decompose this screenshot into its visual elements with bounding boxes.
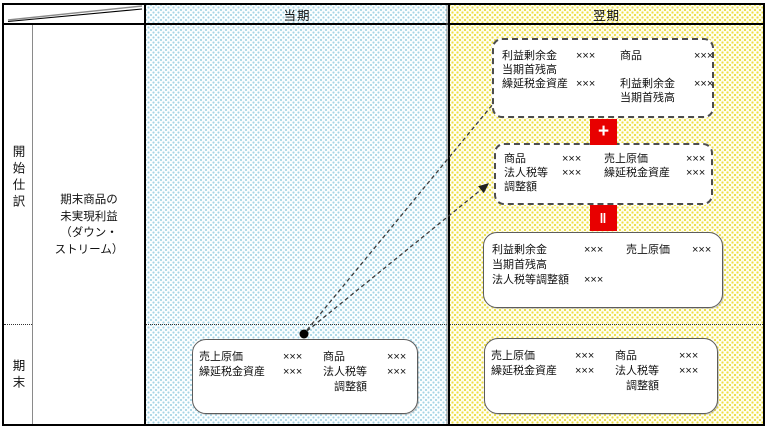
journal-amount: ×××: [679, 350, 699, 362]
journal-amount: ×××: [283, 366, 303, 378]
journal-account: 法人税等: [504, 167, 548, 179]
journal-amount: [692, 273, 722, 288]
journal-amount: [686, 180, 711, 194]
journal-account: 商品: [323, 351, 345, 363]
journal-amount: [562, 180, 604, 194]
journal-amount: ×××: [576, 50, 596, 62]
journal-box-opening-entry-a: 利益剰余金×××商品×××当期首残高繰延税金資産×××利益剰余金×××当期首残高: [492, 38, 714, 118]
journal-account: [491, 379, 575, 394]
current-period-label: 当期: [283, 8, 311, 23]
header-current-period: 当期: [146, 5, 448, 23]
journal-amount: ×××: [576, 78, 596, 90]
journal-amount: [576, 63, 620, 77]
plus-sign: +: [597, 121, 610, 142]
journal-account: 当期首残高: [502, 64, 557, 76]
journal-account: 商品: [504, 153, 526, 165]
topic-line: （ダウン・: [60, 227, 118, 239]
journal-amount: [694, 63, 713, 77]
journal-account: 商品: [615, 350, 637, 362]
journal-box-opening-entry-b: 商品 ××× 売上原価 ××× 法人税等 ××× 繰延税金資産 ××× 調整額: [494, 143, 713, 205]
diagonal-line: [7, 5, 143, 23]
journal-amount: ×××: [575, 350, 595, 362]
equals-operator-chip: ‖: [590, 205, 617, 231]
journal-account: 利益剰余金: [492, 244, 547, 256]
journal-account: 繰延税金資産: [502, 78, 568, 90]
journal-amount: [694, 91, 713, 105]
row-divider-dotted-main: [146, 324, 763, 325]
plus-operator-chip: +: [590, 119, 617, 145]
divider-current-next: [448, 3, 450, 426]
journal-account: [502, 91, 576, 105]
journal-account: [620, 63, 694, 77]
journal-amount: ×××: [686, 167, 706, 179]
journal-amount: ×××: [679, 365, 699, 377]
journal-amount: [692, 258, 722, 273]
journal-amount: ×××: [387, 366, 407, 378]
journal-amount: ×××: [584, 244, 604, 256]
equals-sign: ‖: [599, 210, 608, 226]
journal-account: 調整額: [323, 381, 367, 393]
journal-amount: [679, 379, 717, 394]
journal-account: 繰延税金資産: [604, 167, 670, 179]
journal-account: [199, 380, 283, 395]
next-period-label: 翌期: [592, 8, 620, 23]
journal-account: 繰延税金資産: [491, 365, 557, 377]
journal-amount: [575, 379, 615, 394]
topic-line: 未実現利益: [60, 210, 118, 223]
journal-amount: [584, 258, 626, 273]
journal-account: 利益剰余金: [502, 50, 557, 62]
row-divider-dotted-left: [4, 324, 32, 325]
topic-line: 期末商品の: [60, 194, 118, 206]
topic-line: ストリーム）: [54, 243, 124, 256]
row-label-opening-entry: 開始仕訳: [10, 145, 25, 211]
journal-box-next-period-end: 売上原価 ××× 商品 ××× 繰延税金資産 ××× 法人税等 ××× 調整額: [484, 338, 718, 414]
journal-account: [626, 273, 692, 288]
journal-amount: [283, 380, 323, 395]
journal-amount: ×××: [387, 351, 407, 363]
divider-topic-current: [144, 3, 146, 426]
journal-account: 利益剰余金: [620, 78, 675, 90]
journal-account: [604, 180, 686, 194]
header-next-period: 翌期: [450, 5, 763, 23]
journal-amount: ×××: [584, 274, 604, 286]
journal-box-opening-entry-combined: 利益剰余金 ××× 売上原価 ××× 当期首残高法人税等調整額 ×××: [483, 232, 723, 308]
row-label-period-end: 期末: [10, 358, 25, 392]
journal-box-current-period-end: 売上原価 ××× 商品 ××× 繰延税金資産 ××× 法人税等 ××× 調整額: [192, 339, 418, 414]
journal-account: 繰延税金資産: [199, 366, 265, 378]
topic-label: 期末商品の 未実現利益 （ダウン・ ストリーム）: [34, 192, 144, 258]
journal-account: 売上原価: [199, 351, 243, 363]
journal-account: 商品: [620, 50, 642, 62]
journal-account: 調整額: [615, 380, 659, 392]
journal-account: 法人税等調整額: [492, 274, 569, 286]
journal-amount: ×××: [575, 365, 595, 377]
journal-amount: [576, 91, 620, 105]
journal-amount: ×××: [562, 153, 582, 165]
header-corner-cell: [4, 5, 144, 23]
journal-amount: ×××: [692, 244, 712, 256]
journal-account: 調整額: [504, 181, 537, 193]
journal-account: 当期首残高: [620, 92, 675, 104]
journal-account: 売上原価: [604, 153, 648, 165]
journal-account: [626, 258, 692, 273]
journal-account: 当期首残高: [492, 259, 547, 271]
header-bottom-rule: [3, 23, 764, 25]
journal-account: 売上原価: [626, 244, 670, 256]
journal-amount: ×××: [562, 167, 582, 179]
journal-account: 売上原価: [491, 350, 535, 362]
journal-amount: [387, 380, 417, 395]
journal-amount: ×××: [694, 78, 714, 90]
journal-amount: ×××: [283, 351, 303, 363]
journal-account: 法人税等: [615, 365, 659, 377]
divider-rowlabel-topic: [32, 25, 33, 424]
journal-amount: ×××: [686, 153, 706, 165]
journal-account: 法人税等: [323, 366, 367, 378]
journal-amount: ×××: [694, 50, 714, 62]
